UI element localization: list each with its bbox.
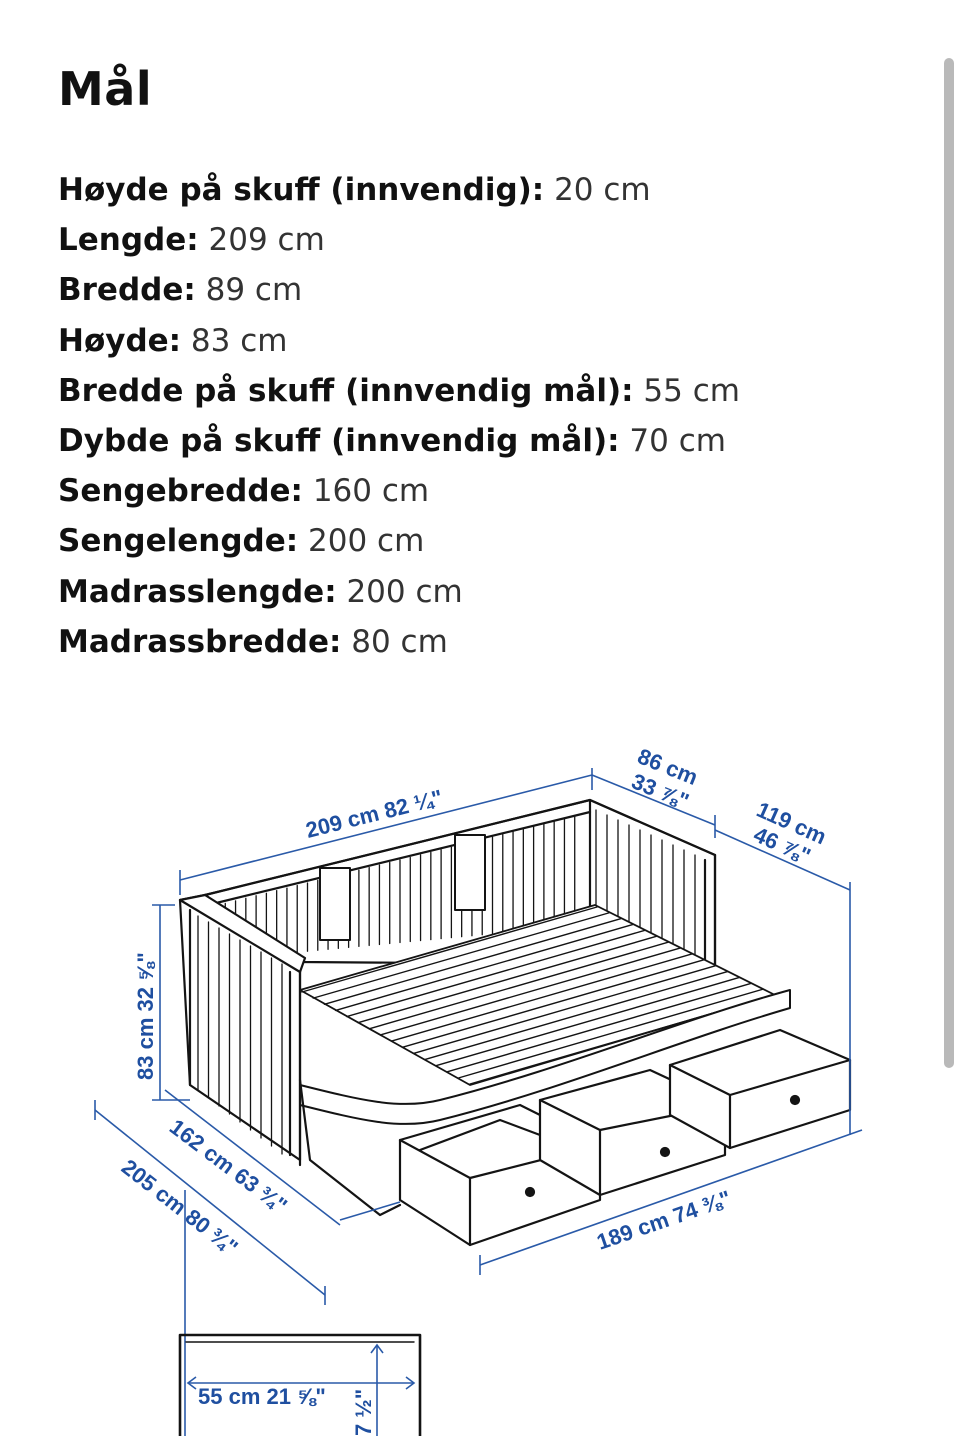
spec-label: Sengebredde: <box>58 473 303 510</box>
spec-row: Høyde på skuff (innvendig): 20 cm <box>58 168 740 218</box>
scrollbar[interactable] <box>944 58 954 1068</box>
spec-row: Høyde: 83 cm <box>58 319 740 369</box>
dim-inner-length: 189 cm 74 ⅜" <box>593 1185 734 1254</box>
spec-label: Madrasslengde: <box>58 573 337 610</box>
spec-row: Sengebredde: 160 cm <box>58 469 740 519</box>
spec-row: Madrasslengde: 200 cm <box>58 570 740 620</box>
dim-drawer-width: 55 cm 21 ⅝" <box>198 1384 326 1409</box>
spec-label: Bredde: <box>58 272 196 309</box>
dim-length: 209 cm 82 ¼" <box>303 785 445 843</box>
spec-row: Bredde på skuff (innvendig mål): 55 cm <box>58 369 740 419</box>
spec-label: Høyde: <box>58 322 182 359</box>
spec-label: Madrassbredde: <box>58 623 342 660</box>
spec-label: Bredde på skuff (innvendig mål): <box>58 372 634 409</box>
spec-row: Sengelengde: 200 cm <box>58 519 740 569</box>
spec-value: 80 cm <box>351 623 448 660</box>
drawer-detail-drawing: 55 cm 21 ⅝" 7 ½" <box>178 1333 422 1436</box>
spec-value: 55 cm <box>643 372 740 409</box>
spec-row: Madrassbredde: 80 cm <box>58 620 740 670</box>
daybed-illustration <box>178 798 852 1247</box>
spec-label: Dybde på skuff (innvendig mål): <box>58 422 620 459</box>
spec-value: 160 cm <box>312 473 430 510</box>
spec-value: 209 cm <box>208 222 325 259</box>
spec-value: 83 cm <box>190 322 288 359</box>
dim-height: 83 cm 32 ⅝" <box>133 952 158 1080</box>
daybed-dimension-diagram: 209 cm 82 ¼" 86 cm 33 ⅞" 119 cm 46 ⅞" 83… <box>94 743 863 1436</box>
spec-value: 20 cm <box>554 172 651 208</box>
dim-drawer-height: 7 ½" <box>351 1389 376 1436</box>
spec-label: Høyde på skuff (innvendig): <box>58 172 545 208</box>
spec-value: 70 cm <box>629 422 726 459</box>
spec-value: 200 cm <box>308 523 425 560</box>
spec-label: Sengelengde: <box>58 523 299 560</box>
spec-row: Bredde: 89 cm <box>58 268 740 318</box>
page-title: Mål <box>58 62 153 116</box>
spec-label: Lengde: <box>58 222 199 259</box>
spec-row: Dybde på skuff (innvendig mål): 70 cm <box>58 419 740 469</box>
spec-row: Lengde: 209 cm <box>58 218 740 268</box>
spec-value: 200 cm <box>346 573 463 610</box>
spec-list: Høyde på skuff (innvendig): 20 cm Lengde… <box>58 168 740 670</box>
spec-value: 89 cm <box>205 272 303 309</box>
